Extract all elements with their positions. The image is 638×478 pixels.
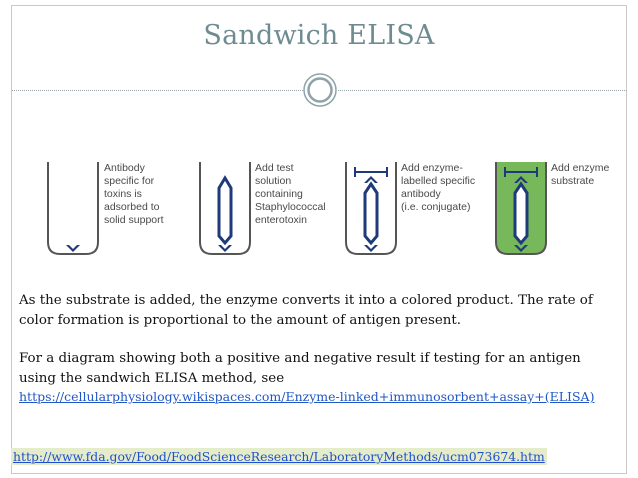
detection-antibody-icon [364,176,378,183]
title-divider-left [12,90,303,91]
antigen-icon [513,181,529,246]
antigen-icon [217,175,233,246]
elisa-wells-graphic [47,162,547,255]
antigen-icon [363,181,379,246]
title-divider-right [338,90,627,91]
elisa-wiki-link[interactable]: https://cellularphysiology.wikispaces.co… [19,389,595,404]
well-1 [47,162,99,255]
well-4 [495,162,547,255]
substrate-paragraph: As the substrate is added, the enzyme co… [19,293,593,328]
step-2-label: Add test solution containing Staphylococ… [255,162,326,226]
fda-source-link[interactable]: http://www.fda.gov/Food/FoodScienceResea… [11,448,547,465]
step-3-label: Add enzyme- labelled specific antibody (… [401,162,476,213]
diagram-reference-paragraph: For a diagram showing both a positive an… [19,351,581,386]
capture-antibody-icon [514,245,528,252]
capture-antibody-icon [364,245,378,252]
step-4-label: Add enzyme substrate [551,162,610,187]
slide-title: Sandwich ELISA [203,20,435,51]
enzyme-label-icon [504,167,538,177]
slide-frame [11,5,627,474]
elisa-steps-diagram: Antibody specific for toxins is adsorbed… [30,150,620,265]
well-2 [199,162,251,255]
detection-antibody-icon [514,176,528,183]
double-circle-icon [303,73,337,107]
enzyme-label-icon [354,167,388,177]
well-3 [345,162,397,255]
capture-antibody-icon [66,245,80,252]
capture-antibody-icon [218,245,232,252]
step-1-label: Antibody specific for toxins is adsorbed… [104,162,164,226]
